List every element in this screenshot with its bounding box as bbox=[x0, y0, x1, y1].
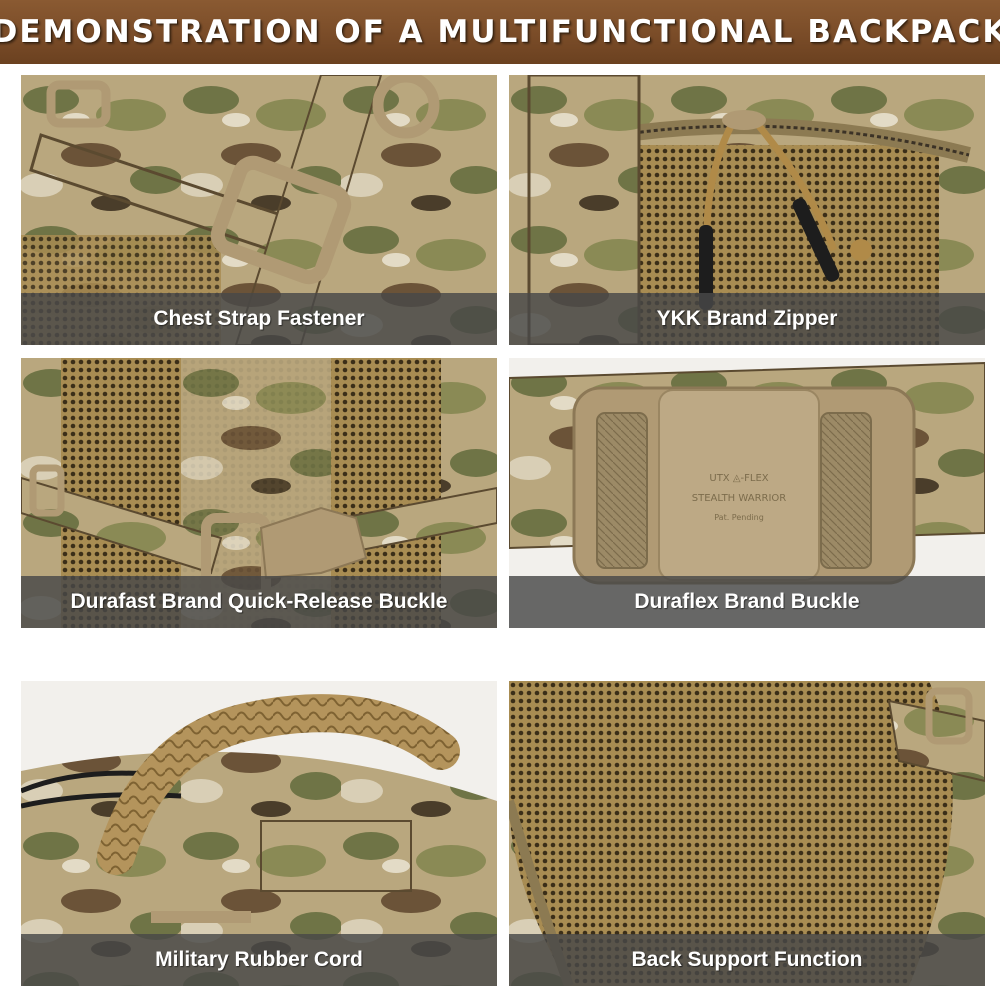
tile-caption: Chest Strap Fastener bbox=[153, 307, 365, 330]
buckle-engraving-patent: Pat. Pending bbox=[714, 513, 764, 522]
caption-bar: Duraflex Brand Buckle bbox=[509, 576, 985, 628]
caption-bar: YKK Brand Zipper bbox=[509, 293, 985, 345]
tile-duraflex-buckle: UTX ◬-FLEX STEALTH WARRIOR Pat. Pending … bbox=[509, 358, 985, 628]
tile-ykk-zipper: YKK Brand Zipper bbox=[509, 75, 985, 345]
page-title: DEMONSTRATION OF A MULTIFUNCTIONAL BACKP… bbox=[0, 14, 1000, 50]
tile-military-rubber-cord: Military Rubber Cord bbox=[21, 681, 497, 986]
tile-chest-strap-fastener: Chest Strap Fastener bbox=[21, 75, 497, 345]
tile-caption: Military Rubber Cord bbox=[155, 948, 363, 971]
tile-back-support: Back Support Function bbox=[509, 681, 985, 986]
tile-caption: Duraflex Brand Buckle bbox=[634, 590, 860, 613]
tile-caption: YKK Brand Zipper bbox=[656, 307, 838, 330]
tile-caption: Back Support Function bbox=[631, 948, 863, 971]
tile-durafast-buckle: Durafast Brand Quick-Release Buckle bbox=[21, 358, 497, 628]
buckle-engraving-model: STEALTH WARRIOR bbox=[692, 493, 787, 504]
tile-caption: Durafast Brand Quick-Release Buckle bbox=[70, 590, 448, 613]
caption-bar: Back Support Function bbox=[509, 934, 985, 986]
caption-bar: Military Rubber Cord bbox=[21, 934, 497, 986]
caption-bar: Chest Strap Fastener bbox=[21, 293, 497, 345]
buckle-engraving-brand: UTX ◬-FLEX bbox=[709, 473, 768, 484]
caption-bar: Durafast Brand Quick-Release Buckle bbox=[21, 576, 497, 628]
page-header: DEMONSTRATION OF A MULTIFUNCTIONAL BACKP… bbox=[0, 0, 1000, 64]
